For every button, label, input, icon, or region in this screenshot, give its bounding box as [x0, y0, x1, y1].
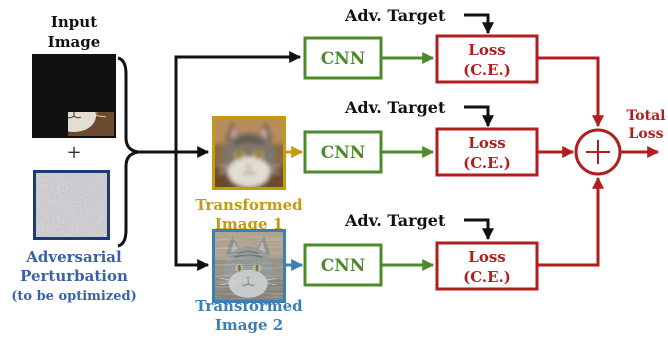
- input-cat-image: [32, 54, 116, 138]
- cnn-box-middle: CNN: [303, 130, 383, 174]
- cnn-box-top: CNN: [303, 36, 383, 80]
- loss-label-bottom-line2: (C.E.): [463, 268, 511, 286]
- loss-label-middle-line2: (C.E.): [463, 154, 511, 172]
- input-label-line2: Image: [48, 33, 101, 51]
- plus-sign: +: [66, 142, 81, 163]
- loss-label-top-line2: (C.E.): [463, 61, 511, 79]
- total-loss-label-line2: Loss: [629, 126, 664, 142]
- perturbation-label-line3: (to be optimized): [11, 289, 137, 304]
- cnn-to-loss-arrows: [381, 52, 435, 271]
- adv-target-label-middle: Adv. Target: [344, 98, 446, 117]
- cnn-label-middle: CNN: [321, 143, 366, 163]
- total-loss-label-line1: Total: [626, 108, 665, 124]
- adv-target-label-top: Adv. Target: [344, 6, 446, 25]
- transformed-2-label-line2: Image 2: [215, 316, 283, 334]
- perturbation-label-line1: Adversarial: [25, 248, 122, 266]
- loss-label-top-line1: Loss: [468, 41, 505, 59]
- loss-to-sum-arrows: [537, 56, 604, 267]
- branch-arrows: [138, 51, 302, 271]
- cnn-box-bottom: CNN: [303, 243, 383, 287]
- loss-box-bottom: Loss (C.E.): [435, 241, 539, 291]
- loss-label-middle-line1: Loss: [468, 134, 505, 152]
- sum-circle-icon: [574, 128, 622, 176]
- transformed-cat-image-1: [212, 116, 286, 190]
- input-label-line1: Input: [51, 13, 97, 31]
- transformed-cat-image-2: [212, 229, 286, 303]
- loss-box-middle: Loss (C.E.): [435, 127, 539, 177]
- transformed-1-label-line2: Image 1: [215, 215, 283, 233]
- cnn-label-top: CNN: [321, 49, 366, 69]
- perturbation-label-line2: Perturbation: [20, 267, 128, 285]
- cnn-label-bottom: CNN: [321, 256, 366, 276]
- transformed-2-label-line1: Transformed: [195, 297, 303, 315]
- grouping-brace: [117, 56, 139, 248]
- adv-target-label-bottom: Adv. Target: [344, 211, 446, 230]
- noise-image: [33, 170, 110, 240]
- transformed-1-label-line1: Transformed: [195, 196, 303, 214]
- adv-target-arrows: [464, 13, 494, 241]
- loss-box-top: Loss (C.E.): [435, 34, 539, 84]
- loss-label-bottom-line1: Loss: [468, 248, 505, 266]
